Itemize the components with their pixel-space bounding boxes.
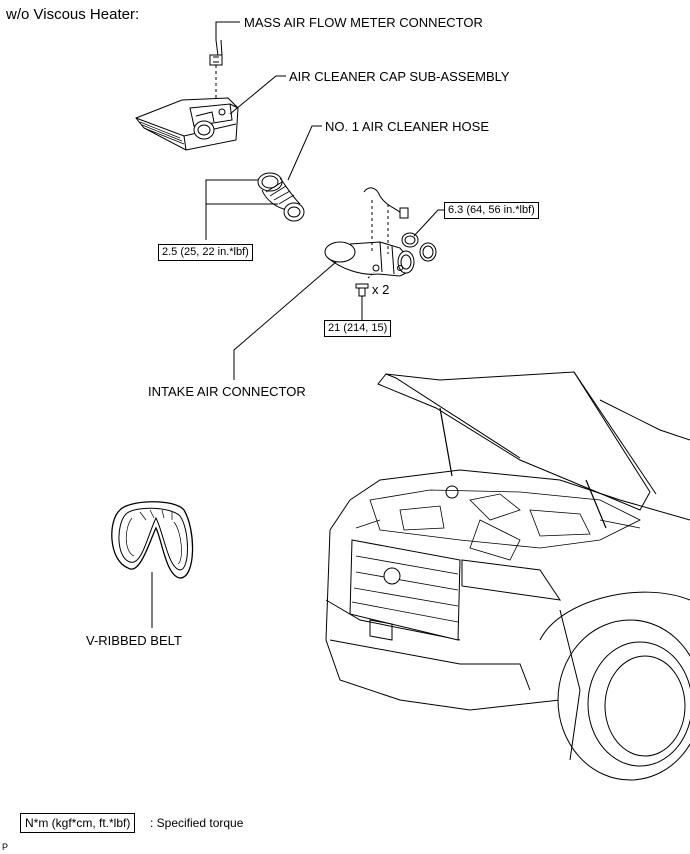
torque-legend-description: : Specified torque: [150, 816, 244, 830]
intake-air-connector-drawing: [324, 187, 437, 320]
page-heading: w/o Viscous Heater:: [6, 6, 140, 23]
air-cleaner-hose-label: NO. 1 AIR CLEANER HOSE: [325, 119, 489, 134]
maf-connector-label: MASS AIR FLOW METER CONNECTOR: [244, 15, 483, 30]
v-ribbed-belt-label: V-RIBBED BELT: [86, 633, 182, 648]
maf-connector-leader: [215, 21, 240, 40]
air-cleaner-cap-leader: [229, 75, 286, 115]
air-cleaner-cap-label: AIR CLEANER CAP SUB-ASSEMBLY: [289, 69, 510, 84]
air-cleaner-cap-drawing: [135, 97, 239, 151]
v-ribbed-belt-drawing: [111, 501, 194, 579]
vehicle-front-drawing: [325, 371, 690, 781]
mass-air-flow-meter-connector-drawing: [209, 39, 223, 115]
air-cleaner-hose-leader: [287, 125, 322, 181]
hose-clamp-bracket: [205, 179, 278, 240]
intake-air-connector-label: INTAKE AIR CONNECTOR: [148, 384, 306, 399]
bolt-torque-box: 21 (214, 15): [324, 320, 392, 337]
air-cleaner-hose-drawing: [257, 172, 305, 222]
torque-unit-legend-box: N*m (kgf*cm, ft.*lbf): [20, 813, 136, 833]
corner-mark: P: [2, 842, 9, 852]
connector-clamp-torque-box: 6.3 (64, 56 in.*lbf): [444, 202, 539, 219]
connector-clamp-leader: [413, 209, 444, 237]
bolt-count-label: x 2: [372, 282, 390, 297]
hose-clamp-torque-box: 2.5 (25, 22 in.*lbf): [158, 244, 253, 261]
intake-air-connector-leader: [233, 261, 337, 380]
